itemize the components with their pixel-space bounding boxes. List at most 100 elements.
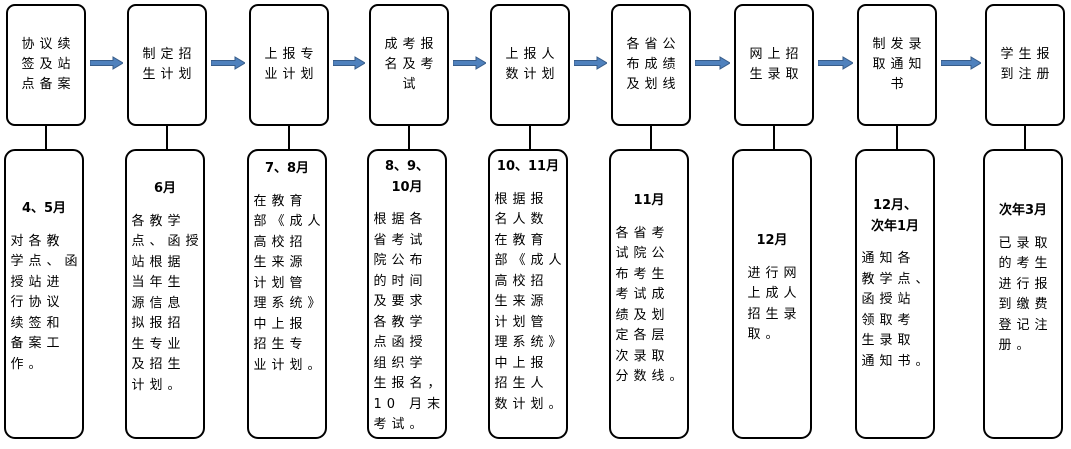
step-date-line: 次年3月 — [998, 203, 1048, 218]
step-description: 进行网上成人招生录取。 — [747, 264, 796, 346]
step-description: 在教育部《成人高校招生来源计划管理系统》中上报招生专业计划。 — [253, 192, 320, 377]
arrow-right-icon — [211, 56, 245, 70]
step-description-line: 理系统》 — [494, 335, 567, 350]
step-title-box: 网上招生录取 — [734, 4, 814, 126]
connector-line — [896, 124, 898, 150]
arrow-right-icon — [90, 56, 123, 70]
step-description-line: 中上报 — [253, 316, 308, 332]
step-date: 12月 — [756, 231, 787, 264]
step-detail-box: 10、11月根据报名人数在教育部《成人高校招生来源计划管理系统》中上报招生人数计… — [488, 149, 568, 439]
step-title-line: 业计划 — [264, 67, 319, 82]
step-description-line: 10 月末 — [373, 396, 446, 412]
step-description: 已录取的考生进行报到缴费登记注册。 — [998, 234, 1047, 357]
step-date-line: 4、5月 — [21, 201, 67, 216]
step-description-line: 布考生 — [615, 266, 670, 282]
arrow-right-icon — [333, 56, 365, 70]
step-date: 8、9、 10月 — [385, 157, 429, 210]
step-description-line: 生录取 — [861, 333, 916, 348]
step-description-line: 业计划。 — [253, 357, 326, 373]
step-title-box: 协议续签及站点备案 — [6, 4, 86, 126]
step-description-line: 部《成人 — [253, 214, 326, 229]
step-description-line: 及招生 — [131, 357, 186, 372]
step-column: 学生报到注册次年3月已录取的考生进行报到缴费登记注册。 — [982, 0, 1068, 449]
step-date-line: 12月 — [756, 233, 788, 248]
step-description-line: 定各层 — [615, 328, 670, 343]
arrow-right-icon — [818, 56, 853, 70]
step-detail-box: 6月各教学点、函授站根据当年生源信息拟报招生专业及招生计划。 — [125, 149, 205, 439]
step-title-line: 及划线 — [626, 77, 681, 92]
step-description-line: 考试。 — [373, 417, 428, 432]
step-title-line: 书 — [890, 77, 909, 92]
step-description: 各教学点、函授站根据当年生源信息拟报招生专业及招生计划。 — [131, 212, 198, 397]
step-description-line: 点、函授 — [131, 234, 204, 249]
step-date: 11月 — [633, 191, 664, 224]
step-detail-box: 8、9、10月根据各省考试院公布的时间及要求各教学点函授组织学生报名，10 月末… — [367, 149, 447, 439]
step-title-line: 试 — [402, 77, 421, 92]
step-description: 各省考试院公布考生考试成绩及划定各层次录取分数线。 — [615, 224, 682, 388]
step-description-line: 招生录 — [747, 306, 802, 322]
step-description-line: 点函授 — [373, 335, 428, 350]
step-description-line: 分数线。 — [615, 369, 688, 384]
step-title-line: 上报专 — [264, 47, 319, 62]
step-description-line: 部《成人 — [494, 253, 567, 268]
step-detail-box: 次年3月已录取的考生进行报到缴费登记注册。 — [983, 149, 1063, 439]
step-description-line: 备案工 — [10, 336, 65, 351]
step-description-line: 领取考 — [861, 312, 916, 328]
arrow-right-icon — [453, 56, 486, 70]
step-description-line: 当年生 — [131, 275, 186, 290]
step-description-line: 组织学 — [373, 355, 428, 371]
step-date-line: 10、11月 — [496, 159, 560, 174]
step-title-line: 学生报 — [1000, 47, 1055, 62]
step-description-line: 次录取 — [615, 348, 670, 364]
step-description-line: 高校招 — [253, 234, 308, 250]
connector-line — [650, 124, 652, 150]
step-detail-box: 12月进行网上成人招生录取。 — [732, 149, 812, 439]
step-column: 网上招生录取 12月进行网上成人招生录取。 — [731, 0, 817, 449]
step-description-line: 计划。 — [131, 377, 186, 393]
step-description-line: 源信息 — [131, 295, 186, 311]
arrow-right-icon — [695, 56, 730, 70]
step-detail-box: 11月各省考试院公布考生考试成绩及划定各层次录取分数线。 — [609, 149, 689, 439]
step-title-box: 学生报到注册 — [985, 4, 1065, 126]
step-description-line: 生来源 — [494, 294, 549, 309]
step-description-line: 进行网 — [747, 265, 802, 281]
step-description-line: 在教育 — [253, 193, 308, 209]
step-description-line: 招生人 — [494, 376, 549, 391]
step-title-line: 上报人 — [505, 47, 560, 62]
step-title-line: 布成绩 — [626, 57, 681, 72]
step-detail-box: 12月、次年1月通知各教学点、函授站领取考生录取通知书。 — [855, 149, 935, 439]
step-title-box: 制发录取通知书 — [857, 4, 937, 126]
step-description-line: 函授站 — [861, 292, 916, 307]
step-description-line: 省考试 — [373, 232, 428, 248]
step-date: 12月、次年1月 — [871, 196, 919, 249]
step-title-line: 点备案 — [21, 77, 76, 92]
step-description: 对各教学点、函授站进行协议续签和备案工作。 — [10, 232, 77, 376]
connector-line — [773, 124, 775, 150]
step-title-box: 上报专业计划 — [249, 4, 329, 126]
connector-line — [1024, 124, 1026, 150]
step-description: 通知各教学点、函授站领取考生录取通知书。 — [861, 249, 928, 372]
step-title-line: 取通知 — [872, 57, 927, 72]
step-description-line: 中上报 — [494, 355, 549, 371]
step-description-line: 计划管 — [494, 314, 549, 330]
step-description-line: 取。 — [747, 327, 784, 342]
step-description: 根据报名人数在教育部《成人高校招生来源计划管理系统》中上报招生人数计划。 — [494, 190, 561, 416]
step-date-line: 8、9、 — [384, 159, 430, 174]
connector-line — [408, 124, 410, 150]
step-date: 4、5月 — [22, 199, 66, 232]
connector-line — [166, 124, 168, 150]
step-description-line: 进行报 — [998, 276, 1053, 292]
step-title-line: 成考报 — [384, 37, 439, 52]
step-description-line: 绩及划 — [615, 307, 670, 323]
step-description-line: 作。 — [10, 356, 47, 372]
step-date-line: 10月 — [391, 179, 423, 195]
step-description-line: 计划管 — [253, 275, 308, 291]
step-description-line: 招生专 — [253, 337, 308, 352]
step-description-line: 通知各 — [861, 251, 916, 266]
step-description-line: 生专业 — [131, 336, 186, 352]
step-description-line: 通知书。 — [861, 353, 934, 369]
